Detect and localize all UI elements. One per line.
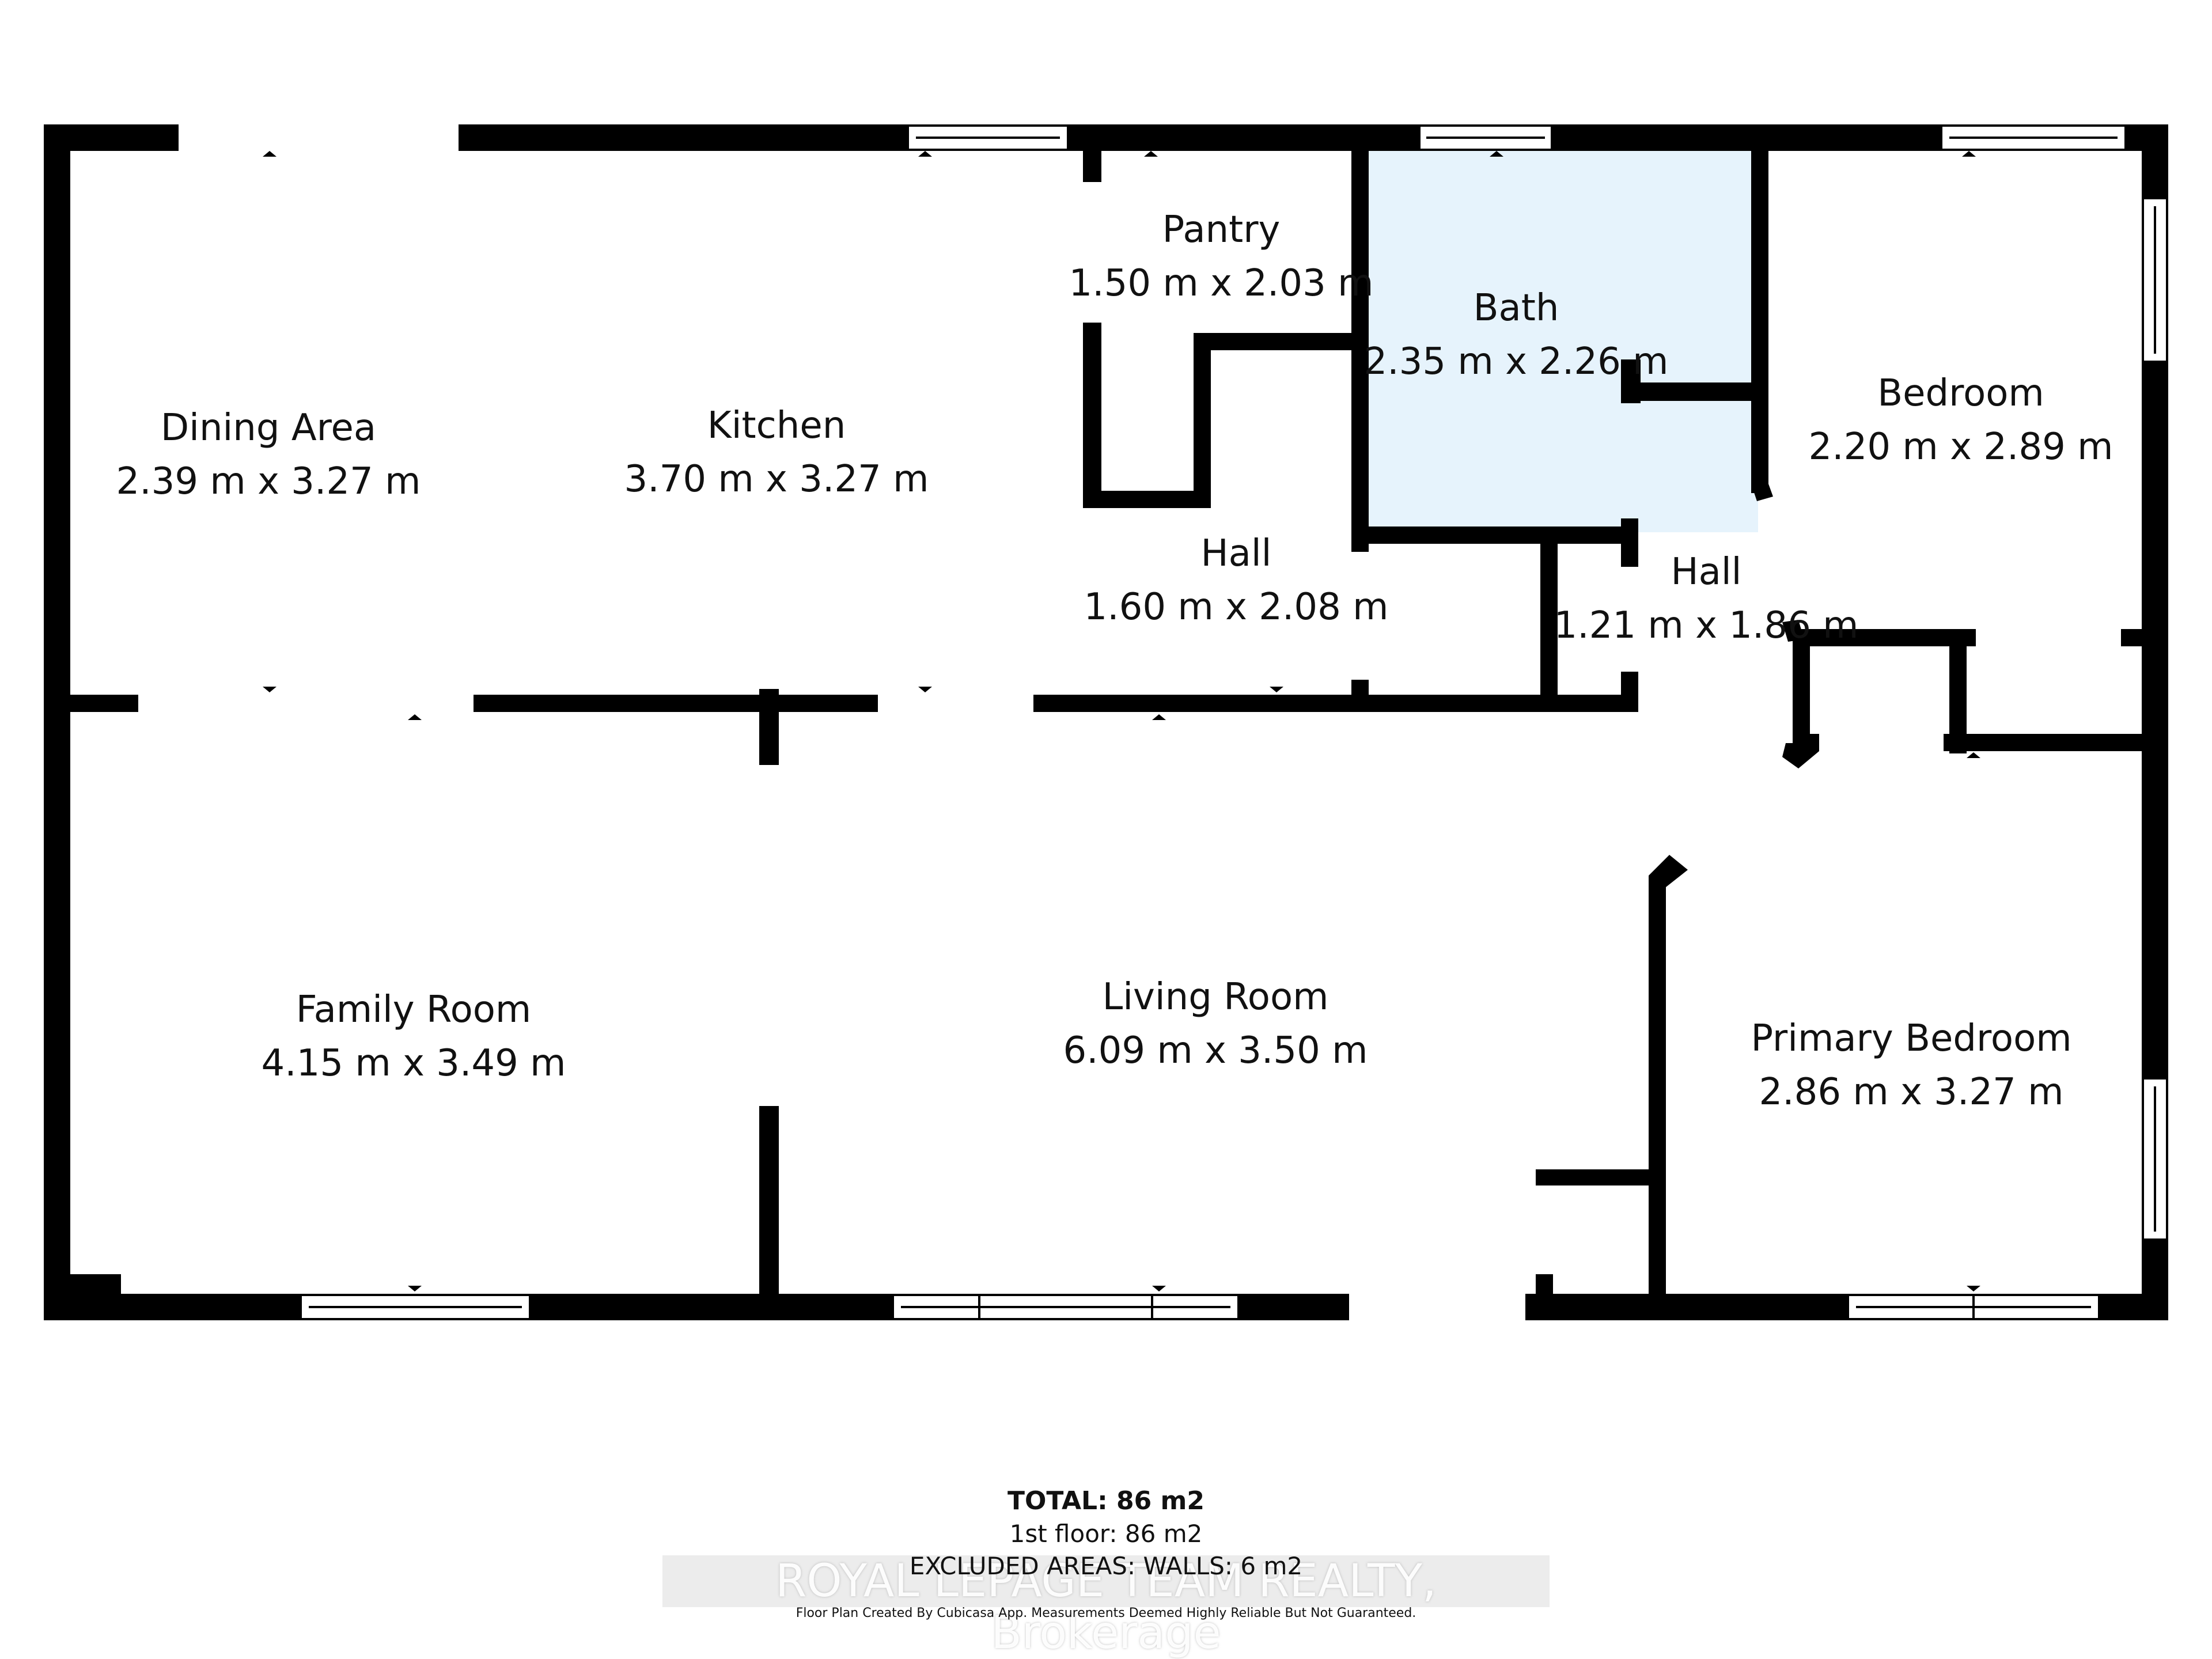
room-name: Family Room: [296, 988, 532, 1032]
room-name: Bath: [1473, 287, 1559, 330]
brokerage-watermark: ROYAL LEPAGE TEAM REALTY, Brokerage: [662, 1555, 1550, 1659]
room-family-room: Family Room 4.15 m x 3.49 m: [262, 983, 566, 1090]
room-name: Pantry: [1162, 209, 1281, 252]
room-dimensions: 2.20 m x 2.89 m: [1808, 426, 2113, 468]
room-name: Living Room: [1102, 976, 1329, 1019]
window-living-bottom: [892, 1294, 1240, 1320]
room-name: Dining Area: [160, 407, 377, 450]
room-hall-1: Hall 1.60 m x 2.08 m: [1084, 527, 1389, 634]
dimension-markers: [263, 151, 1980, 1291]
window-primary-right: [2142, 1077, 2168, 1241]
window-family-bottom: [300, 1294, 531, 1320]
room-name: Hall: [1200, 532, 1272, 575]
room-pantry: Pantry 1.50 m x 2.03 m: [1069, 203, 1374, 310]
window-bedroom-right: [2142, 197, 2168, 363]
room-name: Primary Bedroom: [1751, 1017, 2072, 1060]
bath-fill-lower: [1369, 374, 1622, 532]
excluded-areas: EXCLUDED AREAS: WALLS: 6 m2: [909, 1552, 1303, 1580]
room-name: Kitchen: [707, 404, 846, 448]
room-hall-2: Hall 1.21 m x 1.86 m: [1554, 546, 1859, 653]
window-kitchen-top: [907, 124, 1069, 151]
floor-plan-credit: Floor Plan Created By Cubicasa App. Meas…: [796, 1606, 1416, 1620]
room-dimensions: 3.70 m x 3.27 m: [624, 458, 929, 501]
room-primary-bedroom: Primary Bedroom 2.86 m x 3.27 m: [1751, 1012, 2071, 1119]
window-bedroom-top: [1940, 124, 2127, 151]
room-dimensions: 1.21 m x 1.86 m: [1554, 604, 1859, 647]
room-name: Hall: [1671, 551, 1742, 594]
window-primary-bottom: [1847, 1294, 2100, 1320]
room-dimensions: 1.60 m x 2.08 m: [1084, 586, 1389, 628]
openings: [179, 124, 1525, 1320]
room-name: Bedroom: [1877, 372, 2044, 415]
floor-area: 1st floor: 86 m2: [1009, 1520, 1203, 1548]
room-dimensions: 4.15 m x 3.49 m: [261, 1042, 566, 1085]
total-area: TOTAL: 86 m2: [1007, 1486, 1205, 1516]
room-bedroom: Bedroom 2.20 m x 2.89 m: [1809, 367, 2113, 474]
room-dimensions: 2.86 m x 3.27 m: [1759, 1071, 2064, 1113]
room-dining-area: Dining Area 2.39 m x 3.27 m: [116, 402, 421, 509]
room-dimensions: 1.50 m x 2.03 m: [1069, 262, 1374, 305]
windows: [300, 124, 2168, 1320]
room-dimensions: 6.09 m x 3.50 m: [1063, 1029, 1368, 1072]
room-kitchen: Kitchen 3.70 m x 3.27 m: [624, 399, 929, 506]
room-dimensions: 2.39 m x 3.27 m: [116, 460, 421, 503]
room-bath: Bath 2.35 m x 2.26 m: [1364, 282, 1669, 389]
window-bath-top: [1418, 124, 1553, 151]
room-living-room: Living Room 6.09 m x 3.50 m: [1063, 971, 1368, 1078]
room-dimensions: 2.35 m x 2.26 m: [1363, 340, 1669, 383]
